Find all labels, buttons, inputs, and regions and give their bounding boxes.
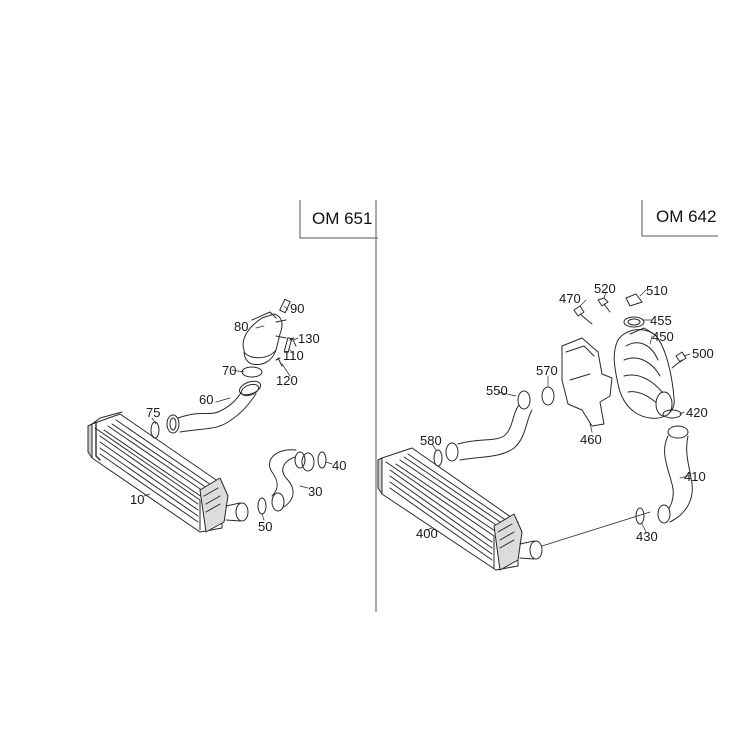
part-label-450: 450 (652, 329, 674, 344)
part-label-75: 75 (146, 405, 161, 420)
clamp-580 (445, 442, 459, 462)
bolt-520 (597, 297, 611, 313)
part-label-580: 580 (420, 433, 442, 448)
hose-410 (657, 425, 693, 524)
bolt-470 (573, 305, 593, 325)
part-label-60: 60 (199, 392, 214, 407)
elbow-80 (242, 311, 287, 365)
om651-label-frame (299, 200, 378, 239)
ring-570 (541, 386, 555, 406)
part-label-455: 455 (650, 313, 672, 328)
clip-110 (283, 337, 293, 353)
ring-420 (662, 409, 682, 419)
seal-455 (623, 316, 645, 328)
om642-label-frame (641, 200, 718, 237)
bolt-130 (289, 337, 297, 347)
part-label-110: 110 (283, 348, 304, 363)
part-label-90: 90 (290, 301, 305, 316)
leader-lines (143, 289, 691, 533)
ring-50 (257, 497, 267, 515)
ring-40 (317, 451, 327, 469)
ring-70 (241, 366, 263, 378)
bracket-460 (561, 337, 613, 427)
clip-510 (625, 293, 643, 307)
bolt-500 (671, 351, 687, 369)
part-label-410: 410 (684, 469, 706, 484)
part-label-460: 460 (580, 432, 602, 447)
part-label-80: 80 (234, 319, 249, 334)
part-label-520: 520 (594, 281, 616, 296)
part-label-120: 120 (276, 373, 298, 388)
part-label-30: 30 (308, 484, 323, 499)
part-label-510: 510 (646, 283, 668, 298)
bolt-120 (275, 357, 283, 367)
seal-455-inner (627, 318, 641, 326)
part-label-570: 570 (536, 363, 558, 378)
engine-label-om642: OM 642 (656, 207, 717, 226)
engine-label-om651: OM 651 (312, 209, 373, 228)
part-label-130: 130 (298, 331, 320, 346)
part-label-470: 470 (559, 291, 581, 306)
connector-line (541, 511, 651, 547)
part-label-40: 40 (332, 458, 347, 473)
part-label-550: 550 (486, 383, 508, 398)
hose-30 (269, 449, 315, 512)
part-label-430: 430 (636, 529, 658, 544)
part-label-420: 420 (686, 405, 708, 420)
ring-430 (635, 507, 645, 525)
ring-580 (433, 449, 443, 467)
part-label-400: 400 (416, 526, 438, 541)
intercooler-400 (377, 447, 543, 571)
part-label-500: 500 (692, 346, 714, 361)
gasket-90 (279, 298, 291, 314)
part-label-10: 10 (130, 492, 145, 507)
intercooler-10 (87, 411, 249, 533)
ring-75 (150, 421, 160, 439)
part-label-50: 50 (258, 519, 273, 534)
clamp-75 (166, 414, 180, 434)
hose-550 (457, 390, 533, 461)
part-label-70: 70 (222, 363, 237, 378)
hose-60 (177, 380, 262, 433)
housing-450 (613, 327, 675, 419)
